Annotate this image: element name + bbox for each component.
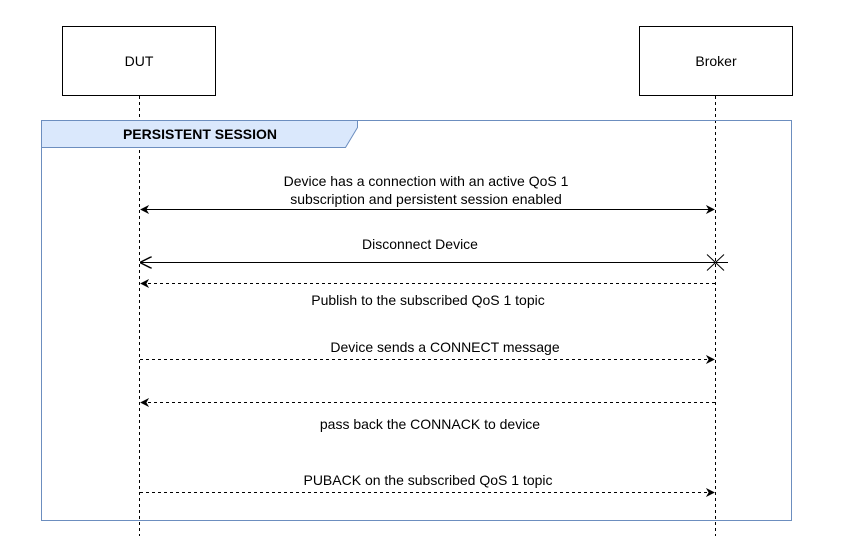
message-disconnect-device: Disconnect Device	[141, 236, 728, 271]
lifeline-destroy-x-icon	[706, 254, 725, 271]
fragment-tab	[41, 120, 358, 148]
fragment-frame	[41, 120, 792, 521]
fragment-label: PERSISTENT SESSION	[123, 126, 277, 142]
message-label: PUBACK on the subscribed QoS 1 topic	[303, 472, 552, 488]
message-publish-qos1: Publish to the subscribed QoS 1 topic	[140, 279, 715, 308]
message-label: Device sends a CONNECT message	[330, 339, 559, 355]
message-label: Publish to the subscribed QoS 1 topic	[311, 292, 544, 308]
participant-broker[interactable]: Broker	[639, 26, 793, 96]
participant-broker-label: Broker	[695, 53, 737, 69]
message-label-line2: subscription and persistent session enab…	[290, 191, 562, 207]
participant-dut[interactable]: DUT	[62, 26, 216, 96]
fragment-persistent-session: PERSISTENT SESSION	[41, 120, 792, 521]
participant-dut-label: DUT	[125, 53, 154, 69]
message-puback: PUBACK on the subscribed QoS 1 topic	[140, 472, 715, 497]
message-connack: pass back the CONNACK to device	[140, 398, 715, 432]
message-connect: Device sends a CONNECT message	[140, 339, 715, 364]
message-active-connection: Device has a connection with an active Q…	[140, 173, 715, 214]
message-label: pass back the CONNACK to device	[320, 416, 540, 432]
message-label: Device has a connection with an active Q…	[284, 173, 569, 189]
message-label: Disconnect Device	[362, 236, 478, 252]
